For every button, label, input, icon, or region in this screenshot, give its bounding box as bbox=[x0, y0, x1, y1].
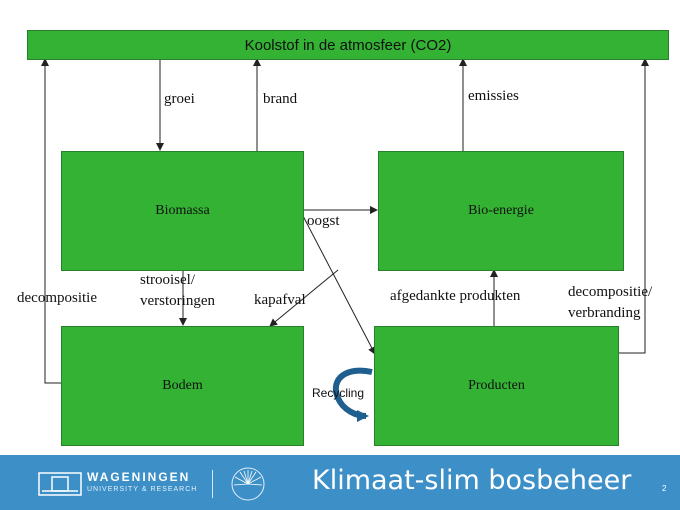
bodem-label: Bodem bbox=[162, 378, 203, 393]
label-strooisel: strooisel/ bbox=[140, 272, 195, 288]
anniversary-seal-icon bbox=[231, 467, 265, 501]
recycling-arrow bbox=[332, 367, 373, 422]
page-number: 2 bbox=[662, 484, 667, 493]
wur-logo-icon bbox=[38, 472, 82, 496]
biomassa-label: Biomassa bbox=[155, 203, 210, 218]
slide: Koolstof in de atmosfeer (CO2) Biomassa … bbox=[17, 30, 669, 446]
label-oogst: oogst bbox=[307, 213, 340, 229]
org-name: WAGENINGEN bbox=[87, 470, 191, 484]
footer-divider bbox=[212, 470, 213, 498]
label-afgedankte: afgedankte produkten bbox=[390, 288, 521, 304]
label-recycling: Recycling bbox=[312, 386, 365, 400]
label-kapafval: kapafval bbox=[254, 292, 306, 308]
label-verstoringen: verstoringen bbox=[140, 293, 215, 309]
producten-label: Producten bbox=[468, 378, 525, 393]
label-decompositie-verbranding-1: decompositie/ bbox=[568, 284, 653, 300]
arrow-decompositie-right bbox=[617, 58, 649, 354]
org-subtitle: UNIVERSITY & RESEARCH bbox=[87, 486, 198, 493]
label-groei: groei bbox=[164, 91, 195, 107]
arrow-kapafval bbox=[269, 269, 339, 327]
bioenergie-box: Bio-energie bbox=[378, 151, 624, 271]
producten-box: Producten bbox=[374, 326, 619, 446]
label-decompositie-verbranding-2: verbranding bbox=[568, 305, 641, 321]
atmosphere-box: Koolstof in de atmosfeer (CO2) bbox=[27, 30, 669, 60]
slide-title: Klimaat-slim bosbeheer bbox=[312, 465, 632, 496]
biomassa-box: Biomassa bbox=[61, 151, 304, 271]
arrow-decompositie-left bbox=[41, 58, 61, 384]
bodem-box: Bodem bbox=[61, 326, 304, 446]
label-decompositie: decompositie bbox=[17, 290, 97, 306]
bioenergie-label: Bio-energie bbox=[468, 203, 534, 218]
arrows-layer bbox=[41, 58, 649, 422]
label-emissies: emissies bbox=[468, 88, 519, 104]
atmosphere-label: Koolstof in de atmosfeer (CO2) bbox=[244, 36, 452, 54]
arrow-oogst-producten bbox=[301, 213, 376, 355]
footer-bar: WAGENINGEN UNIVERSITY & RESEARCH Klimaat… bbox=[0, 455, 680, 510]
label-brand: brand bbox=[263, 91, 298, 107]
